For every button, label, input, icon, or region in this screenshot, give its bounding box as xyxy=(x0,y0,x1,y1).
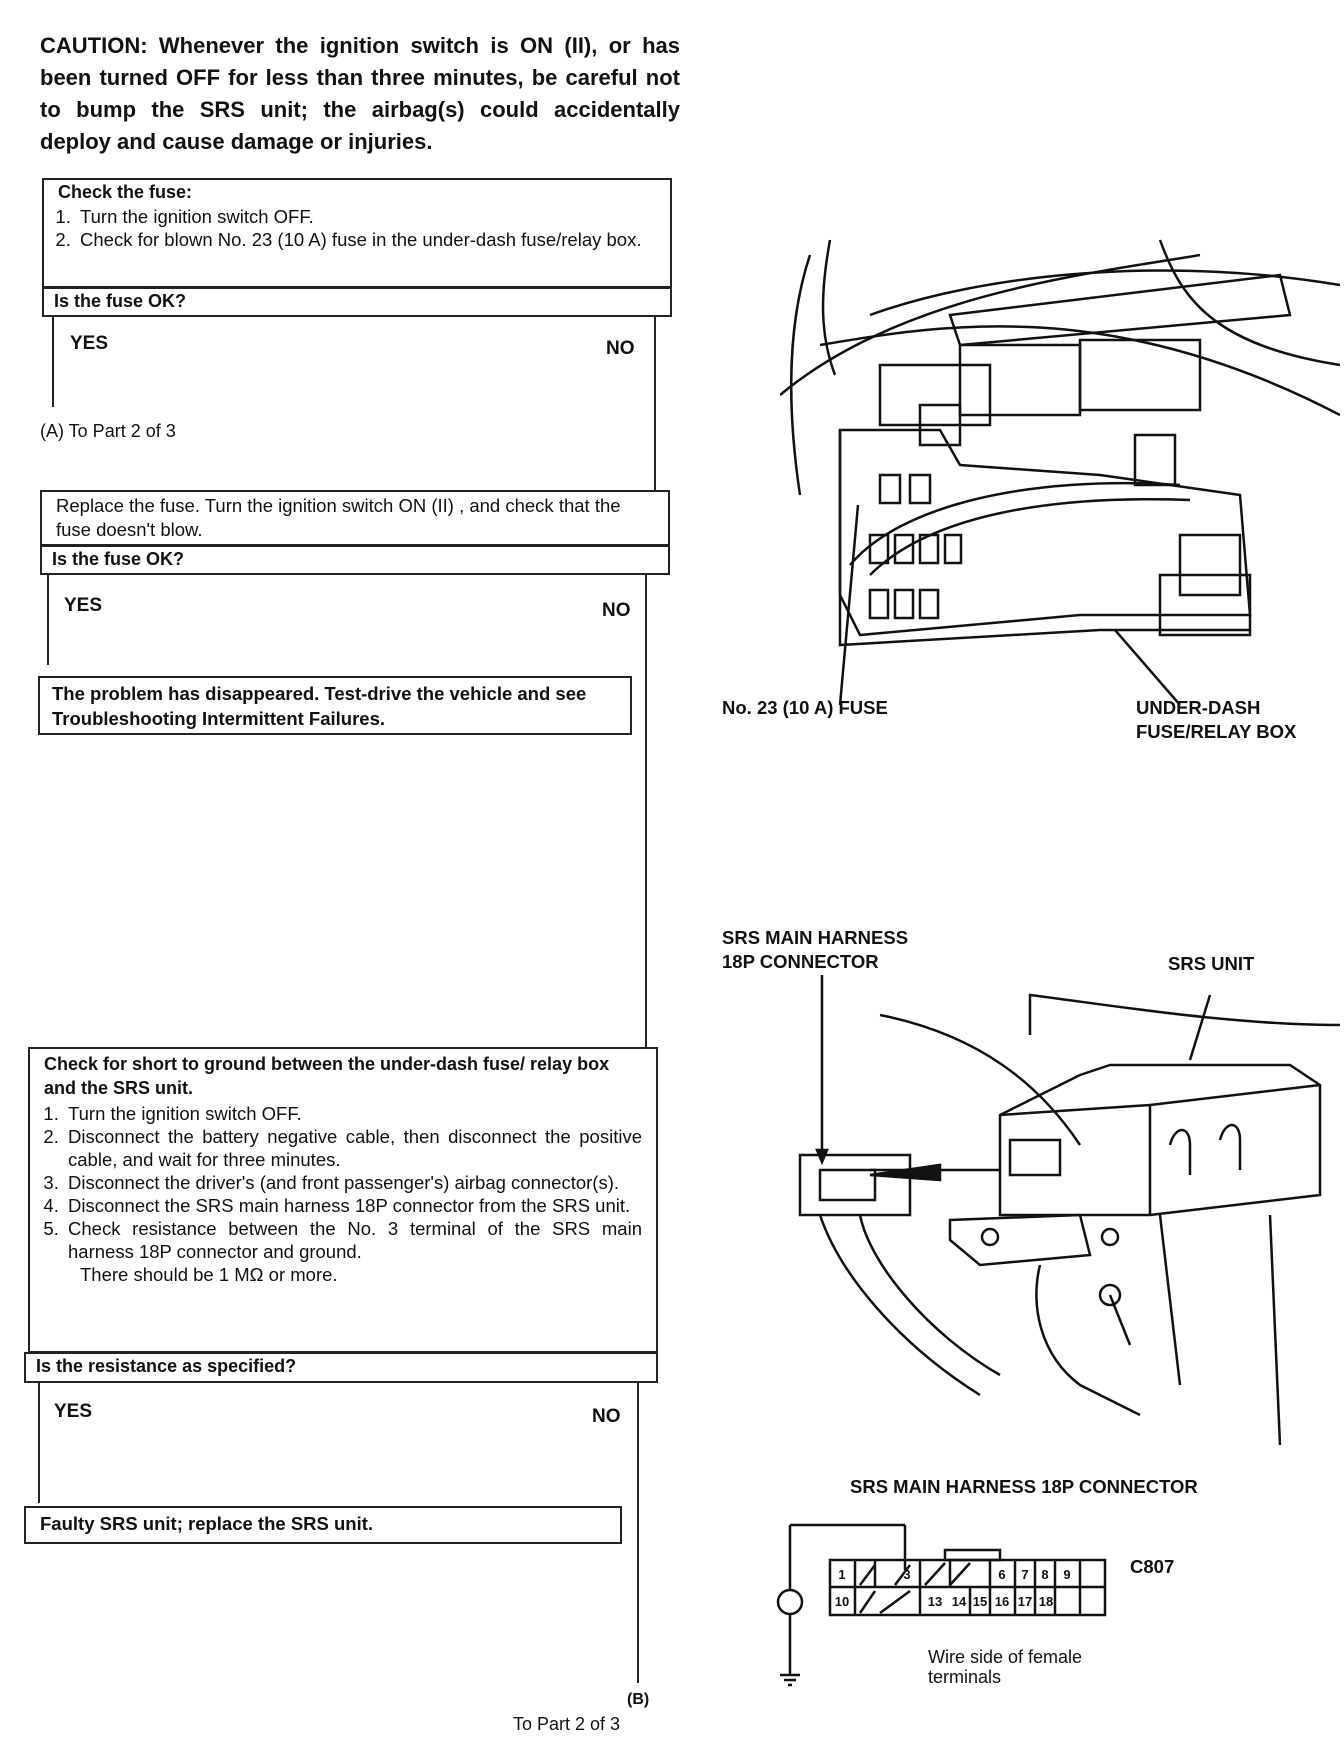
step3-box: Check for short to ground between the un… xyxy=(28,1047,658,1353)
step3-title: Check for short to ground between the un… xyxy=(44,1054,610,1098)
terminal-9: 9 xyxy=(1063,1567,1070,1582)
terminal-16: 16 xyxy=(995,1594,1009,1609)
step1-no-line xyxy=(654,317,656,495)
step3-item-3: Disconnect the driver's (and front passe… xyxy=(64,1171,642,1194)
step3-result-box: Faulty SRS unit; replace the SRS unit. xyxy=(24,1506,622,1544)
step3-spec: There should be 1 MΩ or more. xyxy=(80,1264,338,1285)
terminal-15: 15 xyxy=(973,1594,987,1609)
step2-box: Replace the fuse. Turn the ignition swit… xyxy=(40,490,670,546)
fuse-box-label-line2: FUSE/RELAY BOX xyxy=(1136,721,1297,742)
terminal-14: 14 xyxy=(952,1594,967,1609)
step3-no-label: NO xyxy=(592,1406,621,1427)
step2-no-label: NO xyxy=(602,600,631,621)
terminal-10: 10 xyxy=(835,1594,849,1609)
terminal-1: 1 xyxy=(838,1567,845,1582)
step3-yes-line xyxy=(38,1383,40,1503)
step3-no-target-letter: (B) xyxy=(627,1691,650,1708)
step1-question: Is the fuse OK? xyxy=(42,287,672,317)
step2-no-line xyxy=(645,575,647,1075)
connector-note-line1: Wire side of female xyxy=(928,1647,1083,1667)
srs-unit-illustration xyxy=(798,975,1340,1445)
step3-result-text: Faulty SRS unit; replace the SRS unit. xyxy=(40,1513,374,1534)
step1-item-1: Turn the ignition switch OFF. xyxy=(76,205,656,228)
connector-label-line1: SRS MAIN HARNESS xyxy=(722,927,909,948)
terminal-13: 13 xyxy=(928,1594,942,1609)
terminal-18: 18 xyxy=(1039,1594,1053,1609)
step3-yes-label: YES xyxy=(54,1401,93,1422)
caution-text: CAUTION: Whenever the ignition switch is… xyxy=(40,33,680,154)
connector-diagram-title: SRS MAIN HARNESS 18P CONNECTOR xyxy=(850,1476,1198,1497)
step2-result-text: The problem has disappeared. Test-drive … xyxy=(52,683,587,729)
step2-result-box: The problem has disappeared. Test-drive … xyxy=(38,676,632,735)
terminal-17: 17 xyxy=(1018,1594,1032,1609)
terminal-8: 8 xyxy=(1041,1567,1048,1582)
step1-title: Check the fuse: xyxy=(58,182,193,202)
step1-no-label: NO xyxy=(606,338,635,359)
srs-unit-label: SRS UNIT xyxy=(1168,953,1255,974)
step2-question: Is the fuse OK? xyxy=(40,545,670,575)
terminal-3: 3 xyxy=(903,1567,910,1582)
step2-yes-line xyxy=(47,575,49,665)
fuse-label: No. 23 (10 A) FUSE xyxy=(722,697,888,718)
connector-18p-diagram: 1 3 6 7 8 9 10 13 14 15 16 17 18 xyxy=(776,1523,1107,1687)
step3-question: Is the resistance as specified? xyxy=(24,1352,658,1383)
step1-list: Turn the ignition switch OFF. Check for … xyxy=(58,205,656,251)
fuse-box-illustration xyxy=(780,239,1340,705)
step3-item-4: Disconnect the SRS main harness 18P conn… xyxy=(64,1194,642,1217)
step3-no-line xyxy=(637,1383,639,1683)
terminal-7: 7 xyxy=(1021,1567,1028,1582)
step1-box: Check the fuse: Turn the ignition switch… xyxy=(42,178,672,288)
step3-item-2: Disconnect the battery negative cable, t… xyxy=(64,1125,642,1171)
connector-label-line2: 18P CONNECTOR xyxy=(722,951,879,972)
connector-note-line2: terminals xyxy=(928,1667,1002,1687)
connector-id: C807 xyxy=(1130,1556,1175,1577)
step1-yes-target: (A) To Part 2 of 3 xyxy=(40,421,176,441)
step2-text: Replace the fuse. Turn the ignition swit… xyxy=(56,495,621,540)
step1-yes-label: YES xyxy=(70,333,109,354)
terminal-6: 6 xyxy=(998,1567,1005,1582)
step2-yes-label: YES xyxy=(64,595,103,616)
step1-yes-line xyxy=(52,317,54,407)
step3-item-1: Turn the ignition switch OFF. xyxy=(64,1102,642,1125)
step3-no-target: To Part 2 of 3 xyxy=(513,1714,621,1734)
step3-list: Turn the ignition switch OFF. Disconnect… xyxy=(44,1102,642,1263)
step3-item-5: Check resistance between the No. 3 termi… xyxy=(64,1217,642,1263)
fuse-box-label-line1: UNDER-DASH xyxy=(1136,697,1261,718)
step1-item-2: Check for blown No. 23 (10 A) fuse in th… xyxy=(76,228,656,251)
